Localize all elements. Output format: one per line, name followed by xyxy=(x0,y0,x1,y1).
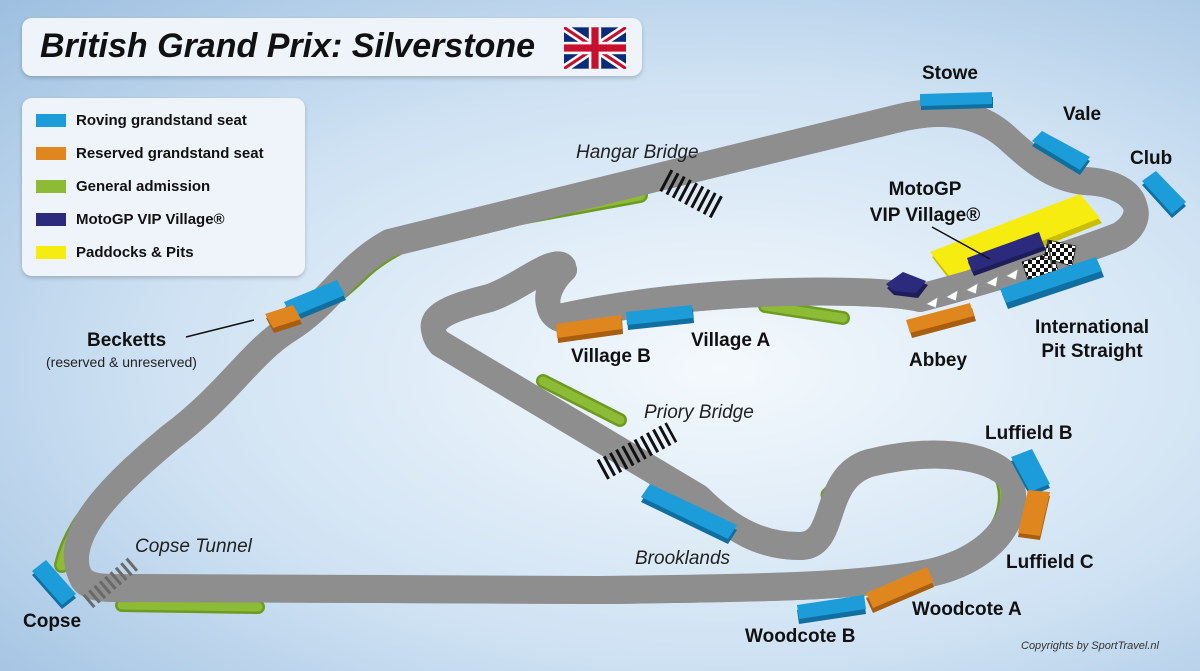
label-woodcote-b: Woodcote B xyxy=(745,626,856,647)
legend-label: MotoGP VIP Village® xyxy=(76,210,225,228)
label-vale: Vale xyxy=(1063,104,1102,125)
stand-club xyxy=(1142,171,1186,218)
label-hangar-bridge: Hangar Bridge xyxy=(576,142,699,163)
legend-swatch xyxy=(36,245,66,259)
stand-vale xyxy=(1032,131,1090,175)
label-international-pit-straight: International Pit Straight xyxy=(1034,317,1149,362)
label-copse-tunnel: Copse Tunnel xyxy=(135,536,252,557)
pit-lane-markers xyxy=(925,268,1019,309)
legend-item-reserved: Reserved grandstand seat xyxy=(36,143,264,163)
ga-strip-village xyxy=(760,301,848,323)
stand-village-roving xyxy=(626,305,694,330)
becketts-pointer xyxy=(185,319,255,338)
hangar-bridge xyxy=(659,169,724,219)
vip-pointer xyxy=(931,226,991,260)
legend-swatch xyxy=(36,113,66,127)
stand-woodcote-a xyxy=(866,567,934,613)
stand-luffield-b xyxy=(1011,449,1050,496)
legend-label: General admission xyxy=(76,177,211,195)
label-copse: Copse xyxy=(23,611,82,632)
stand-international-pit-straight xyxy=(1000,257,1104,309)
stand-village-b xyxy=(556,315,623,343)
uk-flag-icon xyxy=(564,27,626,69)
label-luffield-b: Luffield B xyxy=(985,423,1073,444)
label-vip-village: MotoGP VIP Village® xyxy=(869,179,981,226)
label-becketts-note: (reserved & unreserved) xyxy=(46,354,197,370)
label-becketts: Becketts xyxy=(87,330,167,351)
stand-abbey xyxy=(906,303,976,338)
ga-strip-copse xyxy=(117,600,263,612)
grandstands xyxy=(32,92,1186,624)
copyright-text: Copyrights by SportTravel.nl xyxy=(1021,640,1159,652)
legend-label: Paddocks & Pits xyxy=(76,243,194,261)
title-box: British Grand Prix: Silverstone xyxy=(22,18,642,76)
label-priory-bridge: Priory Bridge xyxy=(644,402,754,423)
label-village-b: Village B xyxy=(571,346,651,367)
ga-strip-priory xyxy=(538,376,625,425)
stand-becketts-reserved xyxy=(265,305,302,333)
legend-swatch xyxy=(36,212,66,226)
label-abbey: Abbey xyxy=(909,350,968,371)
label-woodcote-a: Woodcote A xyxy=(912,599,1022,620)
stand-stowe xyxy=(920,92,993,110)
legend-swatch xyxy=(36,179,66,193)
stand-becketts-roving xyxy=(284,280,346,322)
track xyxy=(76,111,1137,592)
label-club: Club xyxy=(1130,148,1173,169)
label-brooklands: Brooklands xyxy=(635,548,731,569)
copse-tunnel xyxy=(82,555,141,609)
stand-woodcote-b xyxy=(797,595,866,624)
legend-item-paddock: Paddocks & Pits xyxy=(36,242,194,262)
legend-swatch xyxy=(36,146,66,160)
legend-item-vip: MotoGP VIP Village® xyxy=(36,209,225,229)
vip-village-area xyxy=(886,232,1046,298)
legend-label: Reserved grandstand seat xyxy=(76,144,264,162)
page-title: British Grand Prix: Silverstone xyxy=(40,27,536,65)
stand-luffield-c xyxy=(1018,490,1050,540)
stand-brooklands xyxy=(641,484,737,544)
label-luffield-c: Luffield C xyxy=(1006,552,1094,573)
label-stowe: Stowe xyxy=(922,63,978,84)
legend: Roving grandstand seat Reserved grandsta… xyxy=(22,98,305,276)
label-village-a: Village A xyxy=(691,330,771,351)
stand-copse xyxy=(32,560,76,609)
legend-item-general: General admission xyxy=(36,176,210,196)
legend-item-roving: Roving grandstand seat xyxy=(36,110,247,130)
legend-label: Roving grandstand seat xyxy=(76,111,247,129)
